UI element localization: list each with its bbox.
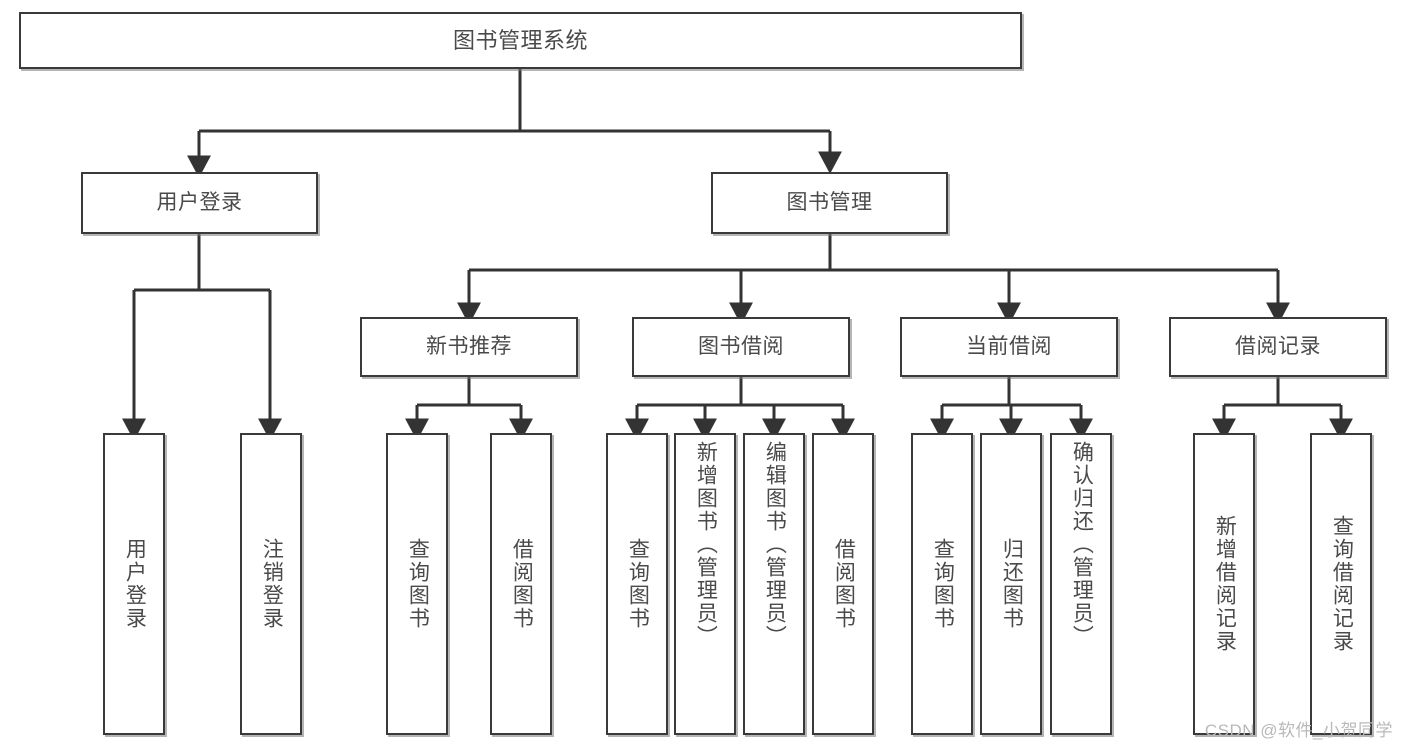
- leaf-bb-add-book-admin[interactable]: 新增图书（管理员）: [674, 433, 736, 735]
- node-label: 当前借阅: [966, 334, 1052, 358]
- node-label: 图书借阅: [698, 334, 784, 358]
- leaf-nb-borrow-books[interactable]: 借阅图书: [490, 433, 552, 735]
- node-user-login[interactable]: 用户登录: [81, 172, 318, 234]
- leaf-user-login[interactable]: 用户登录: [103, 433, 165, 735]
- node-label: 用户登录: [156, 190, 243, 214]
- leaf-bb-edit-book-admin[interactable]: 编辑图书（管理员）: [743, 433, 805, 735]
- node-label: 查询借阅记录: [1330, 515, 1354, 653]
- node-book-borrowing[interactable]: 图书借阅: [632, 317, 850, 377]
- node-label: 查询图书: [406, 538, 430, 630]
- node-label: 确认归还（管理员）: [1070, 441, 1094, 648]
- leaf-bb-query-books[interactable]: 查询图书: [606, 433, 668, 735]
- node-label: 图书管理: [786, 190, 873, 214]
- node-label: 新增图书（管理员）: [694, 441, 718, 648]
- node-current-borrowing[interactable]: 当前借阅: [900, 317, 1118, 377]
- node-label: 新书推荐: [426, 334, 512, 358]
- node-label: 图书管理系统: [452, 27, 588, 53]
- leaf-br-query-record[interactable]: 查询借阅记录: [1310, 433, 1372, 735]
- leaf-br-add-record[interactable]: 新增借阅记录: [1193, 433, 1255, 735]
- node-new-book-recommendation[interactable]: 新书推荐: [360, 317, 578, 377]
- node-root-book-management-system[interactable]: 图书管理系统: [19, 12, 1022, 69]
- leaf-cb-confirm-return-admin[interactable]: 确认归还（管理员）: [1050, 433, 1112, 735]
- node-label: 用户登录: [123, 538, 147, 630]
- leaf-cb-return-books[interactable]: 归还图书: [980, 433, 1042, 735]
- node-book-management[interactable]: 图书管理: [711, 172, 948, 234]
- leaf-logout[interactable]: 注销登录: [240, 433, 302, 735]
- csdn-watermark: CSDN @软件_小贺同学: [1204, 721, 1393, 740]
- node-label: 借阅记录: [1235, 334, 1321, 358]
- leaf-cb-query-books[interactable]: 查询图书: [911, 433, 973, 735]
- node-label: 注销登录: [260, 538, 284, 630]
- node-label: 借阅图书: [832, 538, 856, 630]
- node-label: 查询图书: [626, 538, 650, 630]
- leaf-bb-borrow-books[interactable]: 借阅图书: [812, 433, 874, 735]
- node-label: 编辑图书（管理员）: [763, 441, 787, 648]
- leaf-nb-query-books[interactable]: 查询图书: [386, 433, 448, 735]
- node-label: 归还图书: [1000, 538, 1024, 630]
- node-label: 借阅图书: [510, 538, 534, 630]
- node-label: 查询图书: [931, 538, 955, 630]
- node-borrowing-records[interactable]: 借阅记录: [1169, 317, 1387, 377]
- node-label: 新增借阅记录: [1213, 515, 1237, 653]
